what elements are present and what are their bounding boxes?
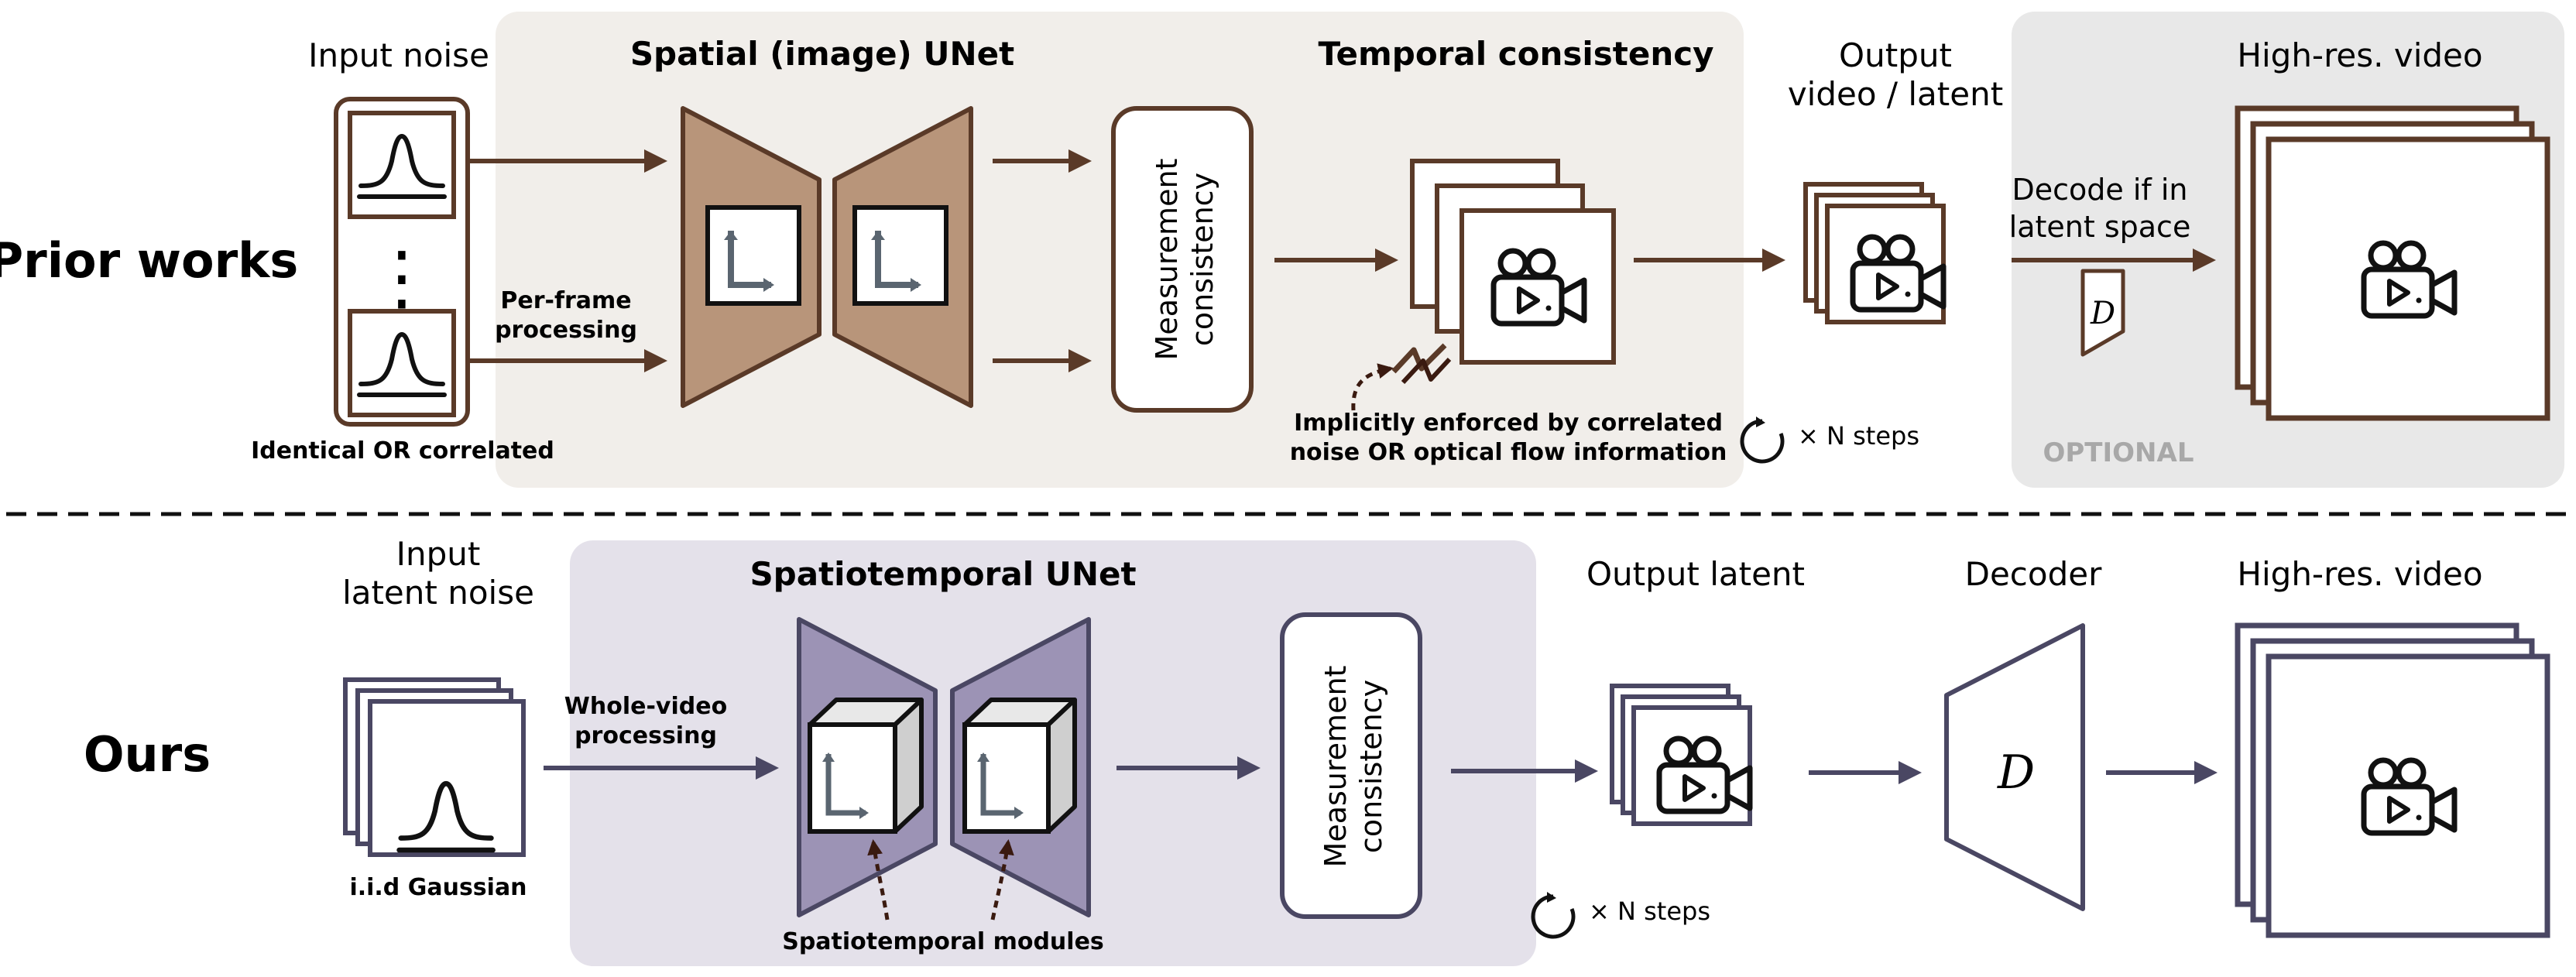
measurement-label-1: Measurement [1150,159,1184,361]
temporal-frame-stack [1410,159,1616,365]
per-frame-label-2: processing [495,317,637,344]
implicit-note-1: Implicitly enforced by correlated [1294,410,1723,437]
per-frame-label-1: Per-frame [500,287,631,314]
lightning-bolt-icon [1391,343,1452,385]
ours-steps-label: × N steps [1589,896,1710,926]
ours-measurement-label-1: Measurement [1319,666,1353,868]
spatiotemporal-unet-title: Spatiotemporal UNet [749,555,1136,593]
ours-highres-frame-stack [2235,622,2550,938]
steps-label: × N steps [1798,421,1919,451]
decoder-symbol: D [1997,746,2035,800]
decoder-label: Decoder [1965,555,2102,593]
spatial-unet-title: Spatial (image) UNet [630,35,1014,73]
decode-note-1: Decode if in [2012,173,2187,207]
ours-output-frame-stack [1610,684,1750,826]
output-frame-stack [1803,182,1943,324]
decoder-symbol: D [2090,296,2115,331]
output-label-1: Output [1839,36,1952,74]
ours-input-label-2: latent noise [342,574,534,612]
input-noise-caption: Identical OR correlated [251,437,554,465]
dashed-arrow [990,839,1014,920]
prior-works-section: Prior works Input noise ⋮ Identical OR c… [0,12,2564,488]
temporal-consistency-title: Temporal consistency [1318,35,1713,73]
small-decoder: D [2080,269,2125,357]
measurement-consistency-box: Measurement consistency [1111,106,1254,413]
ours-section: Ours Input latent noise i.i.d Gaussian W… [84,535,2550,966]
measurement-label-2: consistency [1185,173,1219,346]
dashed-arrow [1351,363,1394,411]
optional-label: OPTIONAL [2043,437,2194,468]
whole-video-label-1: Whole-video [564,693,727,720]
spatial-unet [681,106,973,408]
modules-note: Spatiotemporal modules [782,928,1104,955]
ours-input-caption: i.i.d Gaussian [349,874,527,901]
output-label-2: video / latent [1788,75,2003,113]
dashed-arrow [867,839,890,920]
implicit-note-2: noise OR optical flow information [1290,439,1727,466]
highres-frame-stack [2235,105,2550,421]
loop-arrow-icon [1533,892,1573,937]
highres-label-ours: High-res. video [2237,555,2482,593]
cube-icon [808,698,924,834]
whole-video-label-2: processing [575,722,717,749]
input-noise-label: Input noise [308,36,489,74]
ours-input-label-1: Input [396,535,481,573]
decode-note-2: latent space [2009,210,2191,244]
ellipsis: ⋮ [366,236,437,319]
ours-input-noise-stack [343,677,526,857]
row-label-prior: Prior works [0,232,298,289]
spatiotemporal-unet [797,617,1091,917]
row-label-ours: Ours [84,726,211,783]
loop-arrow-icon [1742,417,1782,461]
input-noise-stack: ⋮ [334,97,470,427]
decoder: D [1944,623,2085,911]
highres-label-prior: High-res. video [2237,36,2482,74]
ours-measurement-label-2: consistency [1354,680,1388,853]
ours-measurement-consistency-box: Measurement consistency [1280,612,1422,919]
ours-output-label: Output latent [1586,555,1805,593]
cube-icon [962,698,1077,834]
